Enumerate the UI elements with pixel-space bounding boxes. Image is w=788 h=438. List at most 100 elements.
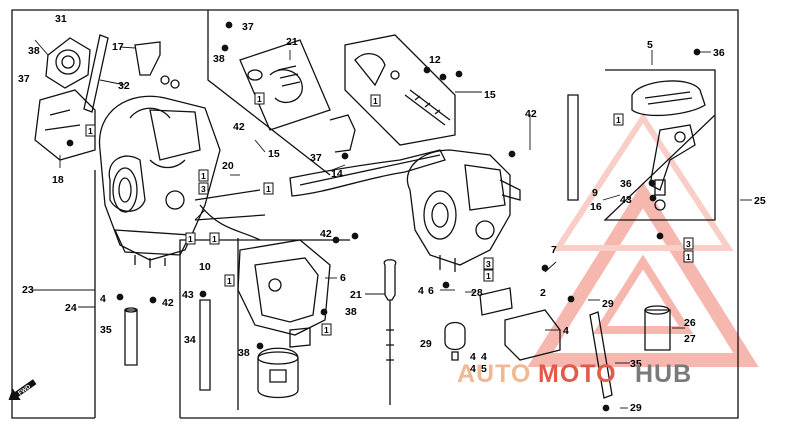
callout-6: 6 [340, 272, 346, 284]
svg-text:3: 3 [201, 184, 206, 194]
svg-text:1: 1 [486, 271, 491, 281]
callout-5: 5 [647, 39, 653, 51]
callout-9: 9 [592, 187, 598, 199]
right-carburetor [406, 149, 521, 272]
callout-41-right: 42 [525, 108, 537, 120]
callout-4-mid: 4 [418, 285, 424, 297]
callout-33: 35 [100, 324, 112, 336]
callout-21: 21 [286, 36, 298, 48]
left-carburetor [98, 95, 221, 268]
filter-25 [644, 305, 671, 351]
callout-37: 38 [28, 45, 40, 57]
svg-text:1: 1 [266, 184, 271, 194]
callout-4-bottom-a: 4 [470, 351, 476, 363]
fuel-hose-12 [289, 149, 446, 197]
callout-19: 20 [222, 160, 234, 172]
bracket-18 [34, 89, 96, 161]
callout-30: 31 [55, 13, 67, 25]
callout-22: 23 [22, 284, 34, 296]
svg-text:1: 1 [212, 234, 217, 244]
pipe-32 [199, 299, 211, 391]
callout-38-bottom: 38 [238, 347, 250, 359]
callout-labels: 31 38 37 32 17 18 37 38 21 42 15 20 12 1… [18, 13, 766, 414]
watermark-text: AUTO MOTO HUB [457, 360, 692, 388]
callout-27: 28 [471, 287, 483, 299]
svg-text:3: 3 [486, 259, 491, 269]
drain-cap-38 [257, 347, 299, 399]
callout-40: 42 [233, 121, 245, 133]
svg-text:1: 1 [257, 94, 262, 104]
callout-38-top: 38 [213, 53, 225, 65]
callout-4-left: 4 [100, 293, 106, 305]
drain-hose-34 [589, 311, 613, 399]
lever-17 [134, 41, 180, 89]
svg-text:1: 1 [201, 171, 206, 181]
callout-36-left: 37 [18, 73, 30, 85]
callout-41-mid: 42 [320, 228, 332, 240]
svg-text:1: 1 [686, 252, 691, 262]
pipe-33 [124, 307, 138, 366]
callout-5-bottom: 5 [481, 363, 487, 375]
callout-38-mid: 38 [345, 306, 357, 318]
leader-lines [32, 39, 752, 409]
spring-assembly-21 [239, 39, 331, 131]
callout-25: 26 [684, 317, 696, 329]
svg-text:1: 1 [88, 126, 93, 136]
needle-20 [383, 259, 397, 405]
callout-4-right: 4 [563, 325, 569, 337]
callout-13: 12 [429, 54, 441, 66]
callout-10: 10 [199, 261, 211, 273]
callout-18: 18 [52, 174, 64, 186]
callout-28: 29 [420, 338, 432, 350]
top-cover-5 [631, 80, 706, 117]
callout-2: 2 [540, 287, 546, 299]
watermark-moto: MOTO [538, 360, 617, 388]
svg-text:1: 1 [227, 276, 232, 286]
vent-hose-41 [567, 94, 579, 201]
callout-26: 27 [684, 333, 696, 345]
svg-text:1: 1 [373, 96, 378, 106]
callout-29-bottom: 29 [630, 402, 642, 414]
small-fittings [116, 21, 701, 412]
callout-34: 35 [630, 358, 642, 370]
callout-32: 34 [184, 334, 196, 346]
forward-arrow: FWD [8, 379, 37, 401]
box-tags: 1 1 3 1 1 1 1 1 1 3 1 1 1 3 1 [85, 92, 694, 336]
callout-7: 7 [551, 244, 557, 256]
callout-6-mid: 6 [428, 285, 434, 297]
svg-text:1: 1 [616, 115, 621, 125]
cover-28 [444, 321, 466, 361]
assembly-frame [11, 9, 739, 419]
svg-text:1: 1 [324, 325, 329, 335]
callout-14: 15 [268, 148, 280, 160]
watermark-logo [527, 112, 759, 367]
cover-plate-30 [45, 37, 91, 89]
callout-36-mid: 37 [310, 152, 322, 164]
callout-23: 24 [65, 302, 77, 314]
callout-20: 21 [350, 289, 362, 301]
watermark-auto: AUTO [457, 360, 531, 388]
callout-16: 15 [484, 89, 496, 101]
callout-39: 36 [713, 47, 725, 59]
watermark-hub: HUB [635, 360, 692, 388]
pump-assembly-16 [344, 34, 456, 146]
callout-29-top: 29 [602, 298, 614, 310]
callout-35: 36 [620, 178, 632, 190]
callout-43: 43 [182, 289, 194, 301]
tube-19 [194, 189, 266, 241]
clip-10 [329, 114, 356, 153]
callout-36-top: 37 [242, 21, 254, 33]
callout-4-bottom-b: 4 [481, 351, 487, 363]
callout-15: 16 [590, 201, 602, 213]
callout-4-bottom-c: 4 [470, 363, 476, 375]
callout-41-left: 42 [162, 297, 174, 309]
callout-31: 32 [118, 80, 130, 92]
float-4 [479, 287, 561, 361]
callout-17: 17 [112, 41, 124, 53]
callout-12: 14 [331, 168, 343, 180]
callout-24: 25 [754, 195, 766, 207]
svg-text:1: 1 [188, 234, 193, 244]
float-bowl-6 [237, 239, 331, 348]
